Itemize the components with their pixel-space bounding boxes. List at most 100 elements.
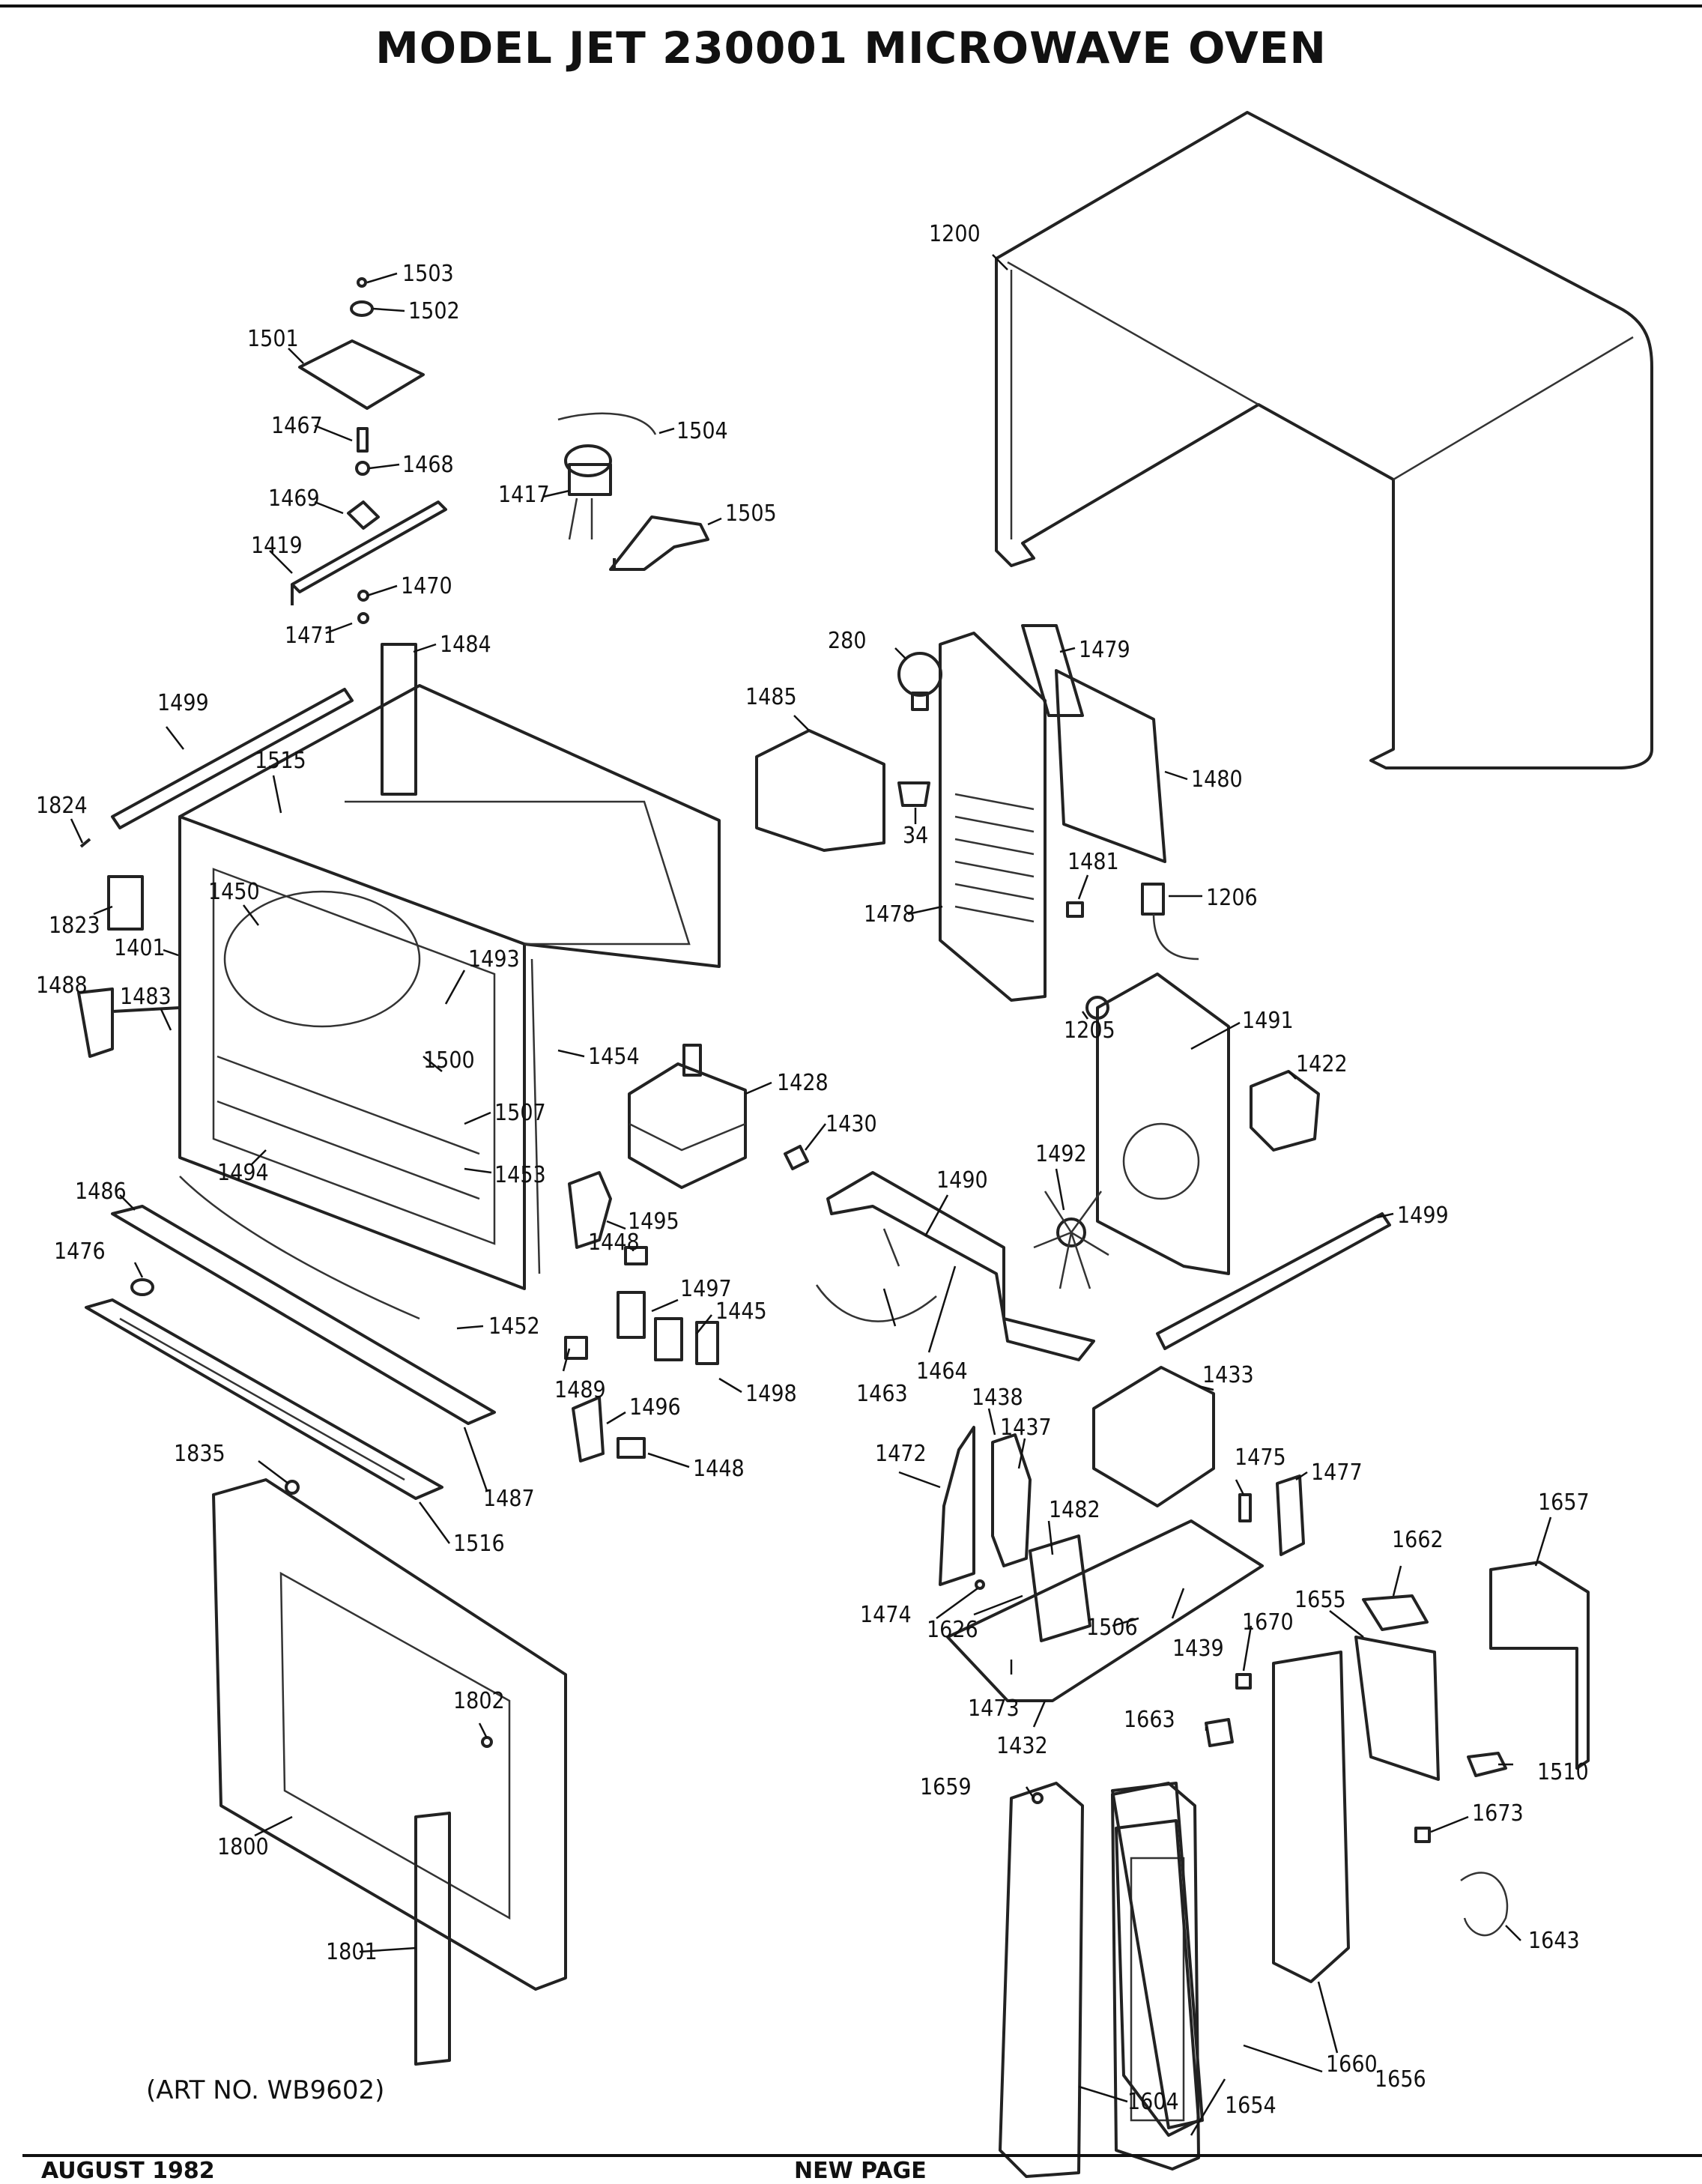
left-hardware-drawing <box>79 643 417 931</box>
part-label-1478: 1478 <box>864 901 915 928</box>
part-labels: 1200150315021501146714681469141914701471… <box>36 221 1590 2119</box>
part-label-1479: 1479 <box>1079 637 1130 663</box>
leader-lines <box>70 254 1552 2136</box>
part-label-1507: 1507 <box>494 1100 546 1126</box>
part-label-1506: 1506 <box>1086 1615 1138 1641</box>
part-label-1501: 1501 <box>247 326 299 352</box>
part-label-1448: 1448 <box>588 1229 640 1256</box>
part-label-1504: 1504 <box>676 418 728 444</box>
fan-assembly-drawing <box>1033 972 1320 1289</box>
part-label-1654: 1654 <box>1225 2093 1276 2119</box>
part-label-1494: 1494 <box>217 1160 269 1186</box>
part-label-1604: 1604 <box>1127 2089 1179 2115</box>
part-label-1488: 1488 <box>36 972 88 999</box>
part-label-1472: 1472 <box>875 1441 927 1467</box>
part-label-1474: 1474 <box>860 1602 912 1628</box>
part-label-1481: 1481 <box>1067 849 1119 875</box>
oven-cavity-drawing <box>77 684 721 1290</box>
interlock-switch-drawing <box>564 1171 719 1462</box>
part-label-1428: 1428 <box>777 1070 829 1096</box>
part-label-1800: 1800 <box>217 1834 269 1860</box>
part-label-1643: 1643 <box>1528 1928 1580 1954</box>
part-label-1656: 1656 <box>1375 2066 1426 2093</box>
part-label-34: 34 <box>903 823 928 849</box>
part-label-1655: 1655 <box>1294 1587 1346 1613</box>
cabinet-outer-case-drawing <box>995 111 1653 769</box>
part-label-1439: 1439 <box>1172 1636 1224 1662</box>
part-label-1401: 1401 <box>114 935 166 961</box>
part-label-1477: 1477 <box>1311 1459 1363 1486</box>
part-label-1515: 1515 <box>255 748 306 774</box>
part-label-1492: 1492 <box>1035 1141 1087 1167</box>
part-label-1490: 1490 <box>936 1167 988 1194</box>
lamp-drawing <box>897 652 942 807</box>
part-label-1206: 1206 <box>1206 885 1258 911</box>
front-trim-drawing <box>85 1176 496 1500</box>
part-label-1432: 1432 <box>996 1733 1048 1759</box>
part-label-1823: 1823 <box>49 913 100 939</box>
part-label-1463: 1463 <box>856 1381 908 1407</box>
part-label-1499: 1499 <box>157 690 209 716</box>
part-label-280: 280 <box>828 628 867 654</box>
part-label-1499: 1499 <box>1397 1203 1449 1229</box>
part-label-1493: 1493 <box>468 946 520 972</box>
part-label-1662: 1662 <box>1392 1527 1444 1553</box>
part-label-1626: 1626 <box>927 1617 978 1643</box>
part-label-1484: 1484 <box>440 632 491 658</box>
bottom-rule <box>22 2154 1702 2157</box>
part-label-1496: 1496 <box>629 1394 681 1421</box>
part-label-1801: 1801 <box>326 1939 378 1965</box>
stirrer-assembly-drawing <box>291 277 447 624</box>
part-label-1495: 1495 <box>628 1209 679 1235</box>
part-label-1824: 1824 <box>36 793 88 819</box>
part-label-1487: 1487 <box>483 1486 535 1512</box>
part-label-1835: 1835 <box>174 1441 225 1467</box>
part-label-1453: 1453 <box>494 1162 546 1188</box>
part-label-1475: 1475 <box>1235 1445 1286 1471</box>
part-label-1448: 1448 <box>693 1456 745 1482</box>
page-title: MODEL JET 230001 MICROWAVE OVEN <box>375 22 1327 73</box>
part-label-1500: 1500 <box>423 1047 475 1074</box>
part-label-1422: 1422 <box>1296 1051 1348 1077</box>
part-label-1657: 1657 <box>1538 1489 1590 1516</box>
part-label-1802: 1802 <box>453 1688 505 1714</box>
part-label-1445: 1445 <box>715 1298 767 1325</box>
art-number: (ART NO. WB9602) <box>146 2075 385 2105</box>
part-label-1489: 1489 <box>554 1377 606 1403</box>
part-label-1419: 1419 <box>251 533 303 559</box>
part-label-1469: 1469 <box>268 485 320 512</box>
part-label-1205: 1205 <box>1064 1017 1115 1044</box>
part-label-1482: 1482 <box>1049 1497 1100 1523</box>
part-label-1200: 1200 <box>929 221 981 247</box>
part-label-1470: 1470 <box>401 573 452 599</box>
control-panel-drawing <box>999 1561 1590 2178</box>
footer-date: AUGUST 1982 <box>41 2158 215 2184</box>
part-label-1486: 1486 <box>75 1179 127 1205</box>
part-label-1673: 1673 <box>1472 1800 1524 1827</box>
part-label-1417: 1417 <box>498 482 550 508</box>
part-label-1438: 1438 <box>972 1385 1023 1411</box>
part-label-1430: 1430 <box>826 1111 877 1137</box>
part-label-1485: 1485 <box>745 684 797 710</box>
part-label-1516: 1516 <box>453 1531 505 1557</box>
magnetron-drawing <box>628 1044 747 1189</box>
part-label-1670: 1670 <box>1242 1609 1294 1636</box>
part-label-1503: 1503 <box>402 261 454 287</box>
top-rule <box>0 4 1702 7</box>
part-label-1497: 1497 <box>680 1276 732 1302</box>
door-drawing <box>212 1478 567 2066</box>
part-label-1433: 1433 <box>1202 1362 1254 1388</box>
part-label-1480: 1480 <box>1191 766 1243 793</box>
power-cord-drawing <box>1066 883 1199 1020</box>
thermal-protector-drawing <box>784 1145 809 1170</box>
part-label-1467: 1467 <box>271 413 323 439</box>
part-label-1502: 1502 <box>408 298 460 324</box>
part-label-1476: 1476 <box>54 1238 106 1265</box>
part-label-1452: 1452 <box>488 1313 540 1340</box>
part-label-1471: 1471 <box>285 623 336 649</box>
part-label-1454: 1454 <box>588 1044 640 1070</box>
part-label-1505: 1505 <box>725 500 777 527</box>
part-label-1483: 1483 <box>120 984 172 1010</box>
